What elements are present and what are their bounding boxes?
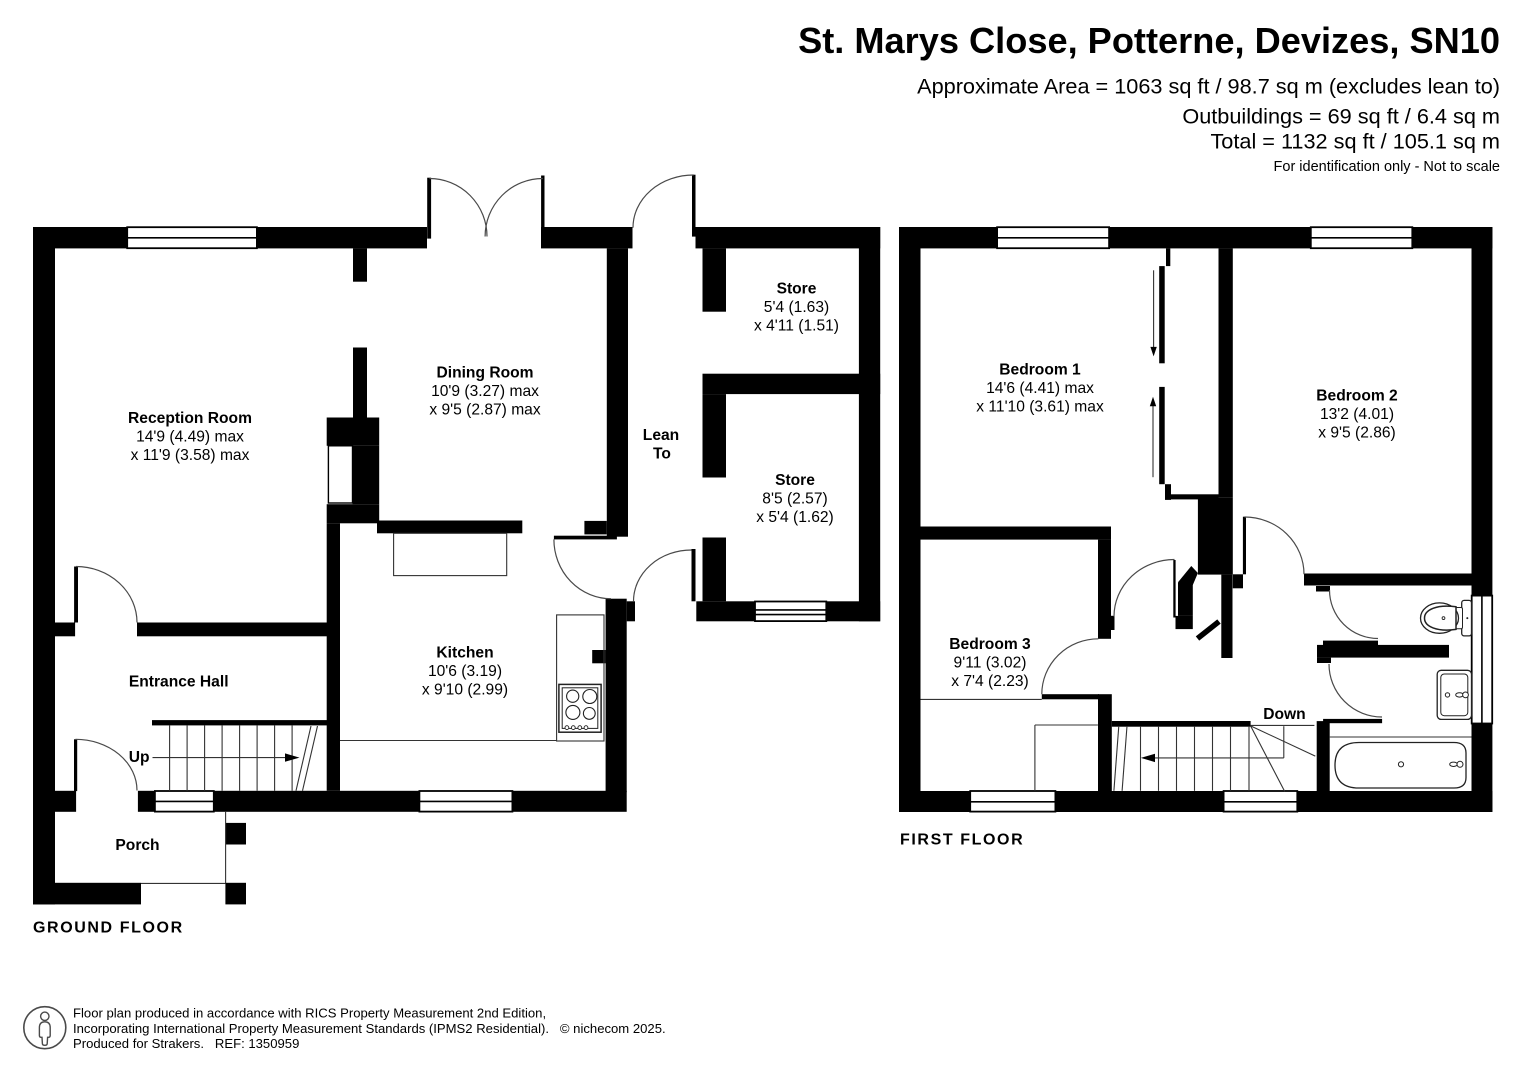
svg-text:Store: Store xyxy=(775,472,815,489)
svg-text:10'6 (3.19): 10'6 (3.19) xyxy=(428,663,502,680)
svg-text:x 4'11 (1.51): x 4'11 (1.51) xyxy=(754,318,839,335)
svg-text:To: To xyxy=(653,446,671,463)
svg-text:Kitchen: Kitchen xyxy=(436,645,493,662)
svg-text:Produced for Strakers. REF:: Produced for Strakers. REF: 1350959 xyxy=(73,1036,299,1051)
svg-text:14'6 (4.41) max: 14'6 (4.41) max xyxy=(986,380,1094,397)
svg-text:x 9'10 (2.99): x 9'10 (2.99) xyxy=(422,682,508,699)
svg-text:Bedroom 1: Bedroom 1 xyxy=(999,362,1081,379)
svg-text:10'9 (3.27) max: 10'9 (3.27) max xyxy=(431,383,539,400)
svg-text:x 9'5 (2.86): x 9'5 (2.86) xyxy=(1318,425,1396,442)
svg-text:13'2 (4.01): 13'2 (4.01) xyxy=(1320,406,1394,423)
svg-text:x 7'4 (2.23): x 7'4 (2.23) xyxy=(951,673,1029,690)
svg-text:x 11'9 (3.58) max: x 11'9 (3.58) max xyxy=(131,447,250,464)
svg-text:Incorporating International Pr: Incorporating International Property Mea… xyxy=(73,1021,666,1036)
svg-text:Dining Room: Dining Room xyxy=(436,365,533,382)
svg-text:14'9 (4.49) max: 14'9 (4.49) max xyxy=(136,429,244,446)
svg-text:St. Marys Close, Potterne, Dev: St. Marys Close, Potterne, Devizes, SN10 xyxy=(798,20,1500,61)
svg-text:Bedroom 2: Bedroom 2 xyxy=(1316,388,1398,405)
svg-text:Store: Store xyxy=(777,281,817,298)
svg-text:5'4 (1.63): 5'4 (1.63) xyxy=(764,299,829,316)
svg-text:x 5'4 (1.62): x 5'4 (1.62) xyxy=(756,509,834,526)
svg-text:Porch: Porch xyxy=(115,837,159,854)
svg-text:9'11 (3.02): 9'11 (3.02) xyxy=(954,655,1027,672)
svg-text:x 11'10 (3.61) max: x 11'10 (3.61) max xyxy=(976,399,1104,416)
svg-text:Approximate Area = 1063 sq ft: Approximate Area = 1063 sq ft / 98.7 sq … xyxy=(917,74,1500,99)
svg-text:8'5 (2.57): 8'5 (2.57) xyxy=(762,491,827,508)
svg-text:For identification only - Not: For identification only - Not to scale xyxy=(1274,159,1500,175)
svg-text:GROUND FLOOR: GROUND FLOOR xyxy=(33,920,184,937)
svg-text:Total = 1132 sq ft / 105.1 sq: Total = 1132 sq ft / 105.1 sq m xyxy=(1210,129,1500,154)
svg-text:Down: Down xyxy=(1263,706,1305,723)
svg-text:Lean: Lean xyxy=(643,427,679,444)
svg-text:Up: Up xyxy=(129,749,150,766)
svg-text:x 9'5 (2.87) max: x 9'5 (2.87) max xyxy=(429,402,541,419)
svg-text:FIRST FLOOR: FIRST FLOOR xyxy=(900,832,1024,849)
svg-text:Entrance Hall: Entrance Hall xyxy=(129,674,229,691)
svg-text:Outbuildings = 69 sq ft / 6.4: Outbuildings = 69 sq ft / 6.4 sq m xyxy=(1182,104,1500,129)
svg-text:Bedroom 3: Bedroom 3 xyxy=(949,636,1031,653)
svg-text:Reception Room: Reception Room xyxy=(128,410,252,427)
svg-text:Floor plan produced in accorda: Floor plan produced in accordance with R… xyxy=(73,1006,546,1021)
